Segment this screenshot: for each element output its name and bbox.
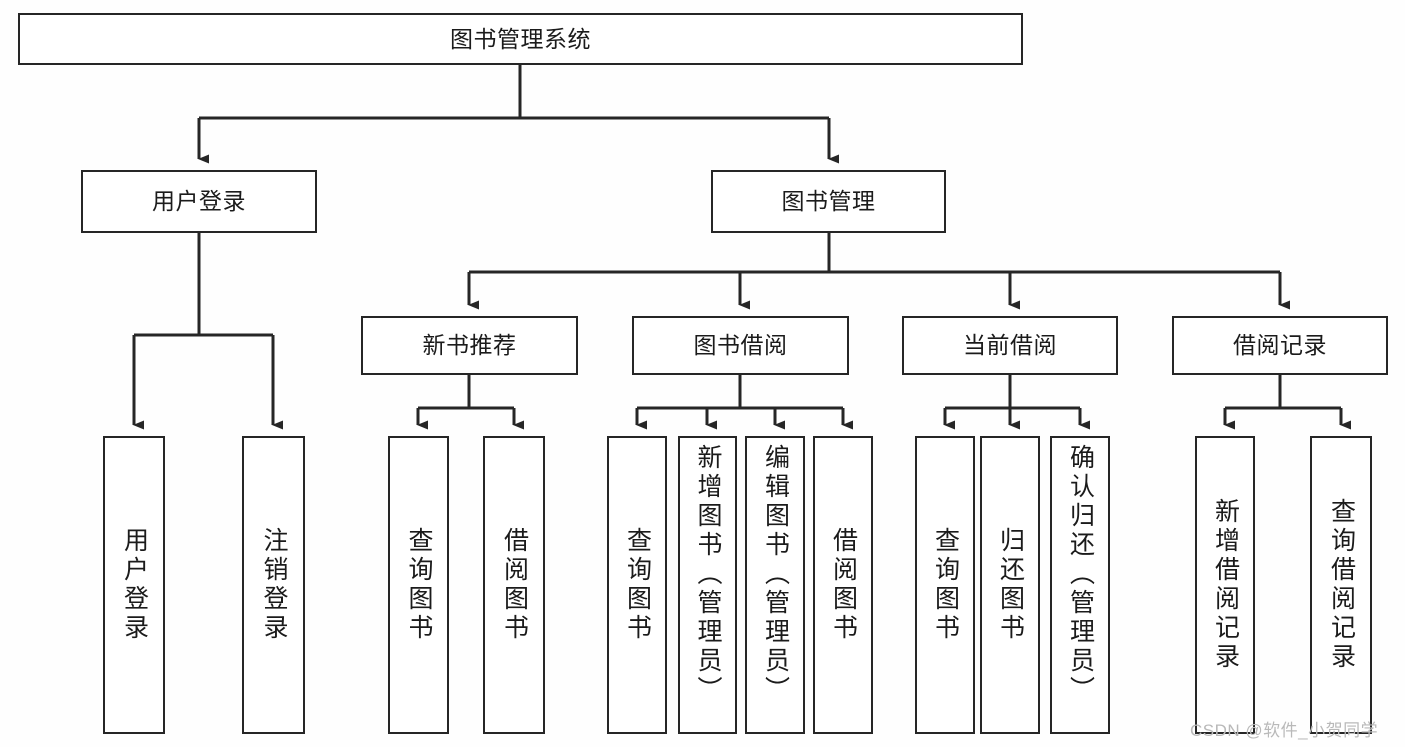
node-current-borrow-label: 当前借阅 (963, 332, 1057, 359)
node-leaf-user-login[interactable]: 用户登录 (103, 436, 165, 734)
node-borrow-record[interactable]: 借阅记录 (1172, 316, 1388, 375)
node-new-book-recommend-label: 新书推荐 (422, 332, 517, 359)
node-user-login-label: 用户登录 (152, 188, 246, 215)
node-leaf-borrow-book-1[interactable]: 借阅图书 (483, 436, 545, 734)
node-current-borrow[interactable]: 当前借阅 (902, 316, 1118, 375)
node-leaf-add-borrow-record-label: 新增借阅记录 (1211, 498, 1240, 672)
node-system-title[interactable]: 图书管理系统 (18, 13, 1023, 65)
node-book-management[interactable]: 图书管理 (711, 170, 946, 233)
node-leaf-logout[interactable]: 注销登录 (242, 436, 305, 734)
node-leaf-borrow-book-1-label: 借阅图书 (500, 527, 529, 643)
node-leaf-confirm-return-admin[interactable]: 确认归还（管理员） (1050, 436, 1110, 734)
node-leaf-confirm-return-admin-label: 确认归还（管理员） (1066, 444, 1095, 705)
connector-lines (132, 65, 1351, 430)
node-leaf-query-book-3-label: 查询图书 (931, 527, 960, 643)
node-borrow-record-label: 借阅记录 (1233, 332, 1327, 359)
node-leaf-query-book-1[interactable]: 查询图书 (388, 436, 449, 734)
node-leaf-query-borrow-record-label: 查询借阅记录 (1327, 498, 1356, 672)
node-new-book-recommend[interactable]: 新书推荐 (361, 316, 578, 375)
node-leaf-edit-book-admin-label: 编辑图书（管理员） (761, 444, 790, 705)
node-leaf-add-book-admin-label: 新增图书（管理员） (694, 444, 722, 705)
node-leaf-query-book-3[interactable]: 查询图书 (915, 436, 975, 734)
node-leaf-user-login-label: 用户登录 (120, 527, 149, 643)
node-leaf-borrow-book-2[interactable]: 借阅图书 (813, 436, 873, 734)
node-book-management-label: 图书管理 (781, 188, 876, 215)
node-leaf-return-book[interactable]: 归还图书 (980, 436, 1040, 734)
node-leaf-add-borrow-record[interactable]: 新增借阅记录 (1195, 436, 1255, 734)
node-leaf-add-book-admin[interactable]: 新增图书（管理员） (678, 436, 737, 734)
node-leaf-query-borrow-record[interactable]: 查询借阅记录 (1310, 436, 1372, 734)
node-leaf-query-book-2-label: 查询图书 (623, 527, 652, 643)
node-system-title-label: 图书管理系统 (450, 25, 591, 52)
node-leaf-return-book-label: 归还图书 (996, 527, 1025, 643)
node-leaf-edit-book-admin[interactable]: 编辑图书（管理员） (745, 436, 805, 734)
node-book-borrow-label: 图书借阅 (693, 332, 788, 359)
node-user-login[interactable]: 用户登录 (81, 170, 317, 233)
node-book-borrow[interactable]: 图书借阅 (632, 316, 849, 375)
node-leaf-borrow-book-2-label: 借阅图书 (829, 527, 858, 643)
node-leaf-logout-label: 注销登录 (260, 527, 288, 643)
node-leaf-query-book-2[interactable]: 查询图书 (607, 436, 667, 734)
node-leaf-query-book-1-label: 查询图书 (405, 527, 433, 643)
